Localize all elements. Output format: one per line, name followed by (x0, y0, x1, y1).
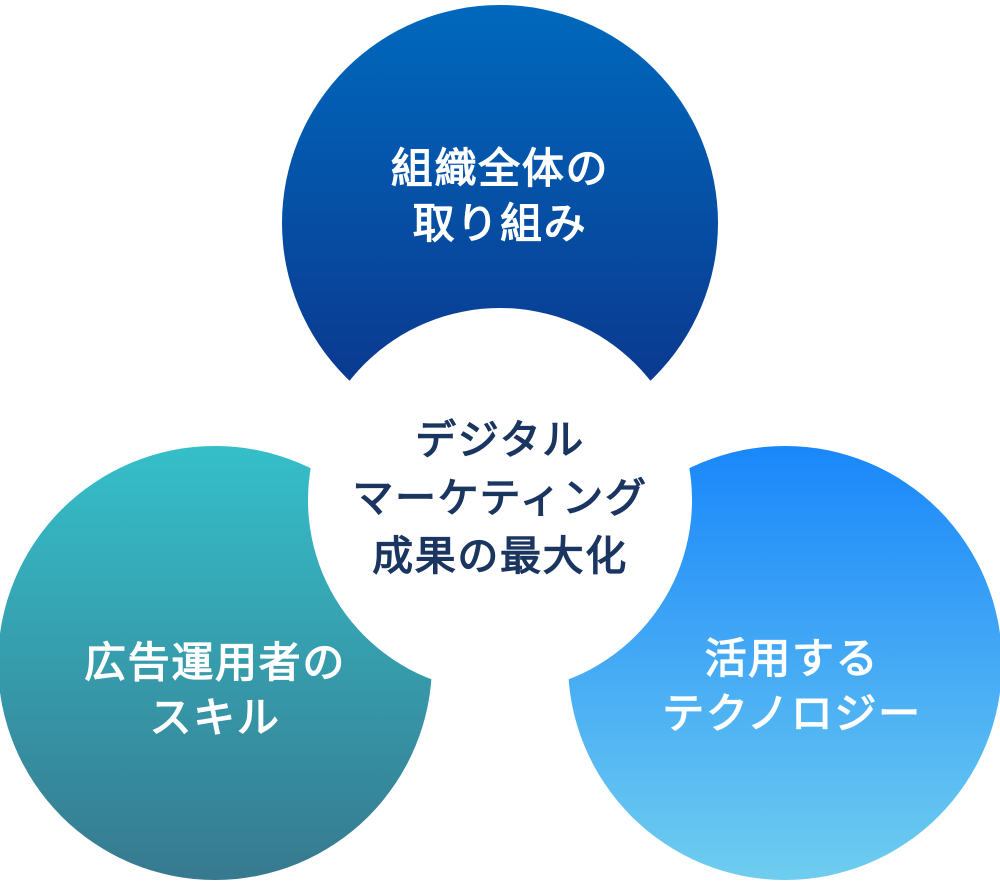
center-circle-goal: デジタル マーケティング 成果の最大化 (308, 308, 692, 692)
center-circle-label-line1: デジタル (415, 416, 585, 463)
bottom-left-circle-label: 広告運用者の スキル (84, 636, 346, 745)
bottom-left-circle-label-line1: 広告運用者の (83, 639, 347, 687)
center-circle-label-line3: 成果の最大化 (372, 533, 628, 580)
bottom-right-circle-label: 活用する テクノロジー (662, 632, 922, 741)
top-circle-label-line2: 取り組み (412, 200, 588, 247)
bottom-right-circle-label-line1: 活用する (704, 635, 880, 683)
bottom-left-circle-label-line2: スキル (149, 694, 281, 741)
top-circle-label: 組織全体の 取り組み (391, 142, 609, 251)
center-circle-label: デジタル マーケティング 成果の最大化 (352, 411, 647, 586)
top-circle-label-line1: 組織全体の (390, 145, 610, 193)
center-circle-label-line2: マーケティング (352, 474, 648, 521)
bottom-right-circle-label-line2: テクノロジー (662, 690, 922, 737)
